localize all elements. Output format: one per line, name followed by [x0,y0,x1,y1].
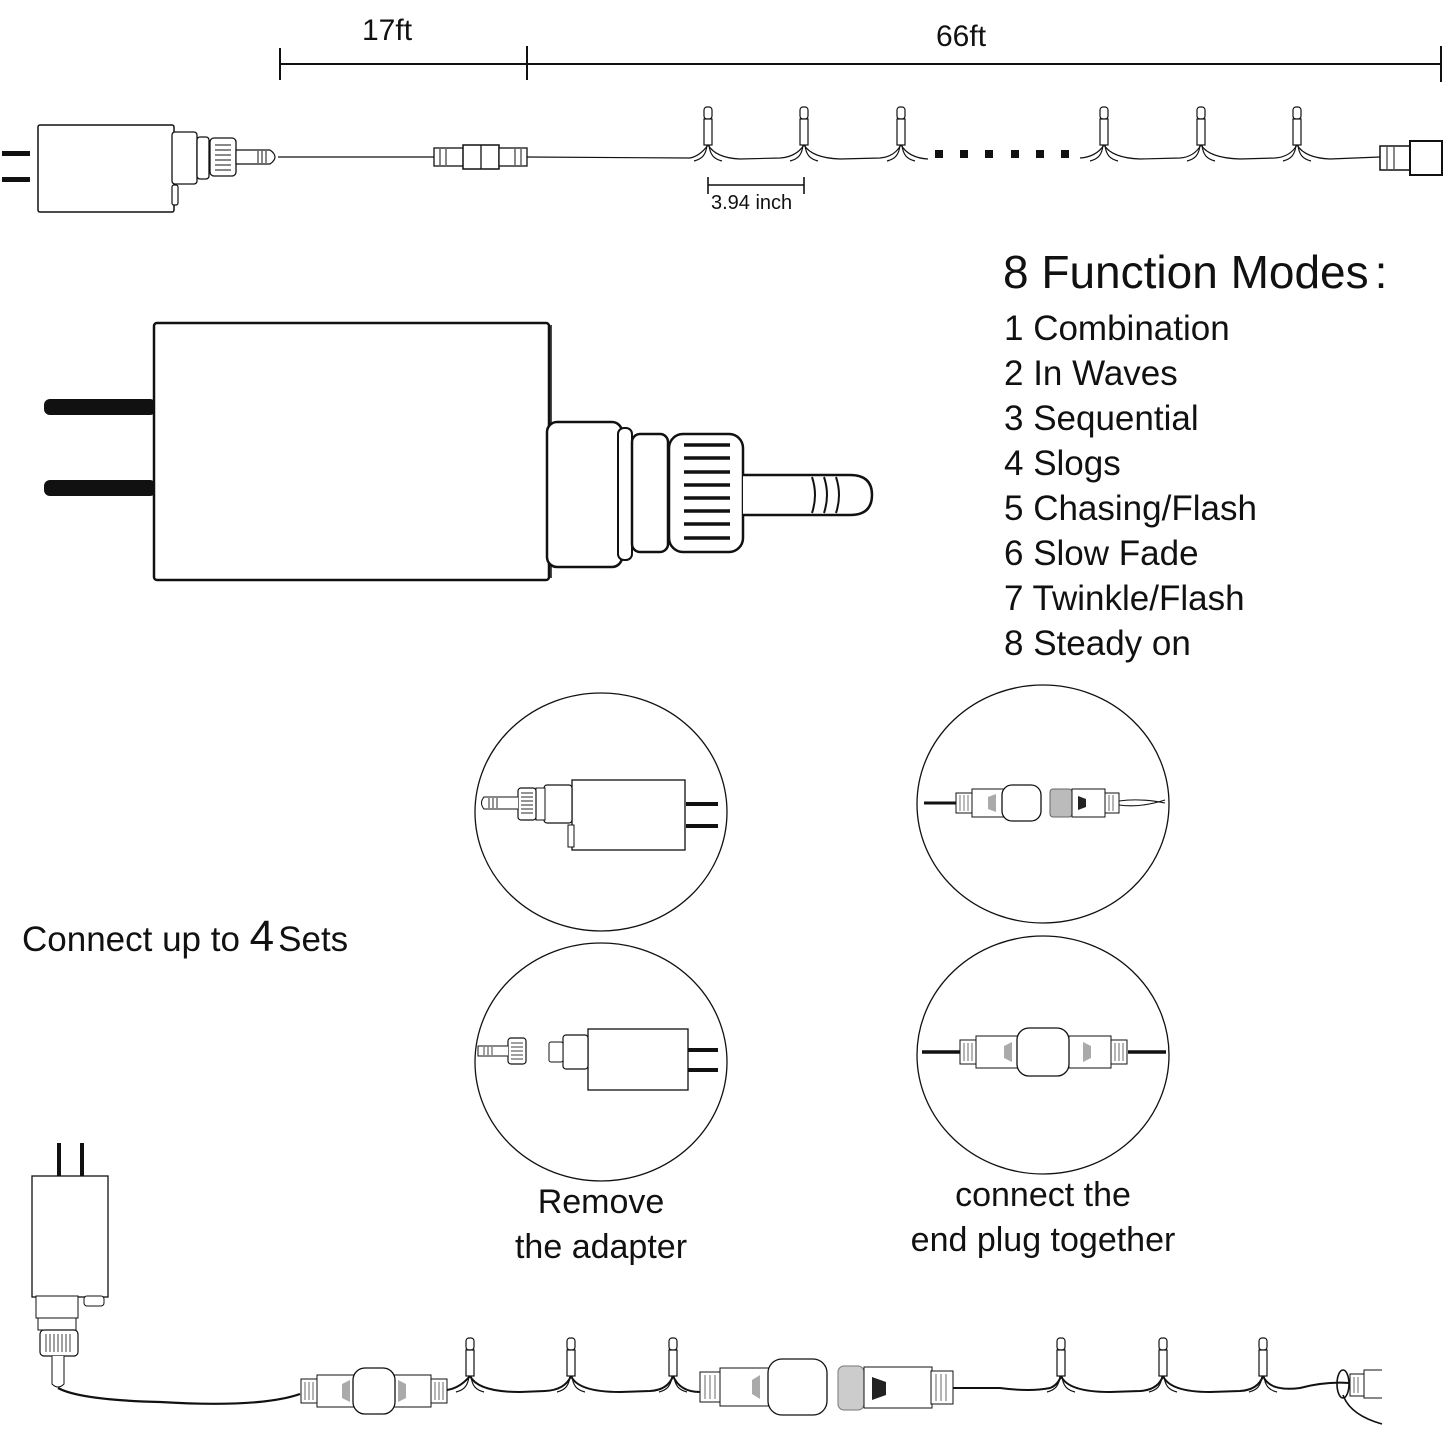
vertical-adapter-icon [31,1143,109,1388]
bulb-icon [693,106,723,162]
connect-prefix: Connect up to [22,920,250,959]
bottom-end-plug [1336,1369,1383,1425]
step-adapter-removed [474,942,728,1182]
function-modes-title: 8 Function Modes: [1003,245,1387,299]
string-length-label: 66ft [936,20,987,53]
large-adapter-icon [44,321,874,582]
bulb-icon [556,1337,586,1393]
light-string [526,106,1381,162]
caption-line: end plug together [910,1221,1176,1259]
inline-connector-icon [433,144,528,170]
bulb-icon [1282,106,1312,162]
function-modes-list: 1 Combination 2 In Waves 3 Sequential 4 … [1004,306,1257,666]
mode-item: 6 Slow Fade [1004,534,1199,573]
connect-count: 4 [249,912,275,961]
end-plug-icon [1379,140,1443,176]
bulb-icon [789,106,819,162]
function-modes-colon: : [1374,246,1388,298]
connect-suffix: Sets [278,920,349,959]
bulb-icon [1089,106,1119,162]
bulb-icon [658,1337,688,1393]
step-plugs-separated [916,684,1170,924]
mode-item: 1 Combination [1004,309,1230,348]
bottom-string-2 [953,1337,1361,1394]
bottom-connector-2 [699,1358,954,1416]
step-caption-remove-adapter: Remove the adapter [475,1180,727,1270]
caption-line: the adapter [514,1228,688,1266]
bulb-spacing-label: 3.94 inch [711,192,793,214]
mode-item: 7 Twinkle/Flash [1004,579,1245,618]
bottom-connector-1 [300,1367,448,1415]
caption-line: Remove [537,1183,665,1221]
dimension-bulb-spacing [707,177,805,194]
mode-item: 2 In Waves [1004,354,1178,393]
mode-item: 3 Sequential [1004,399,1199,438]
bulb-icon [1148,1337,1178,1393]
bottom-cable [57,1387,301,1405]
bulb-icon [1046,1337,1076,1393]
bulb-icon [1248,1337,1278,1393]
function-modes-title-text: 8 Function Modes [1003,246,1369,298]
mode-item: 4 Slogs [1004,444,1121,483]
ellipsis-dots [935,150,1069,158]
bulb-icon [886,106,916,162]
dimension-string-66ft [527,46,1442,82]
dimension-lead-17ft [279,46,528,80]
step-plugs-connected [916,935,1170,1175]
step-adapter-plugged [474,692,728,932]
caption-line: connect the [955,1176,1131,1214]
small-adapter-icon [2,124,276,213]
lead-length-label: 17ft [362,14,413,47]
mode-item: 5 Chasing/Flash [1004,489,1257,528]
step-caption-connect-plugs: connect the end plug together [872,1173,1214,1263]
bottom-string-1 [446,1337,701,1394]
mode-item: 8 Steady on [1004,624,1191,663]
